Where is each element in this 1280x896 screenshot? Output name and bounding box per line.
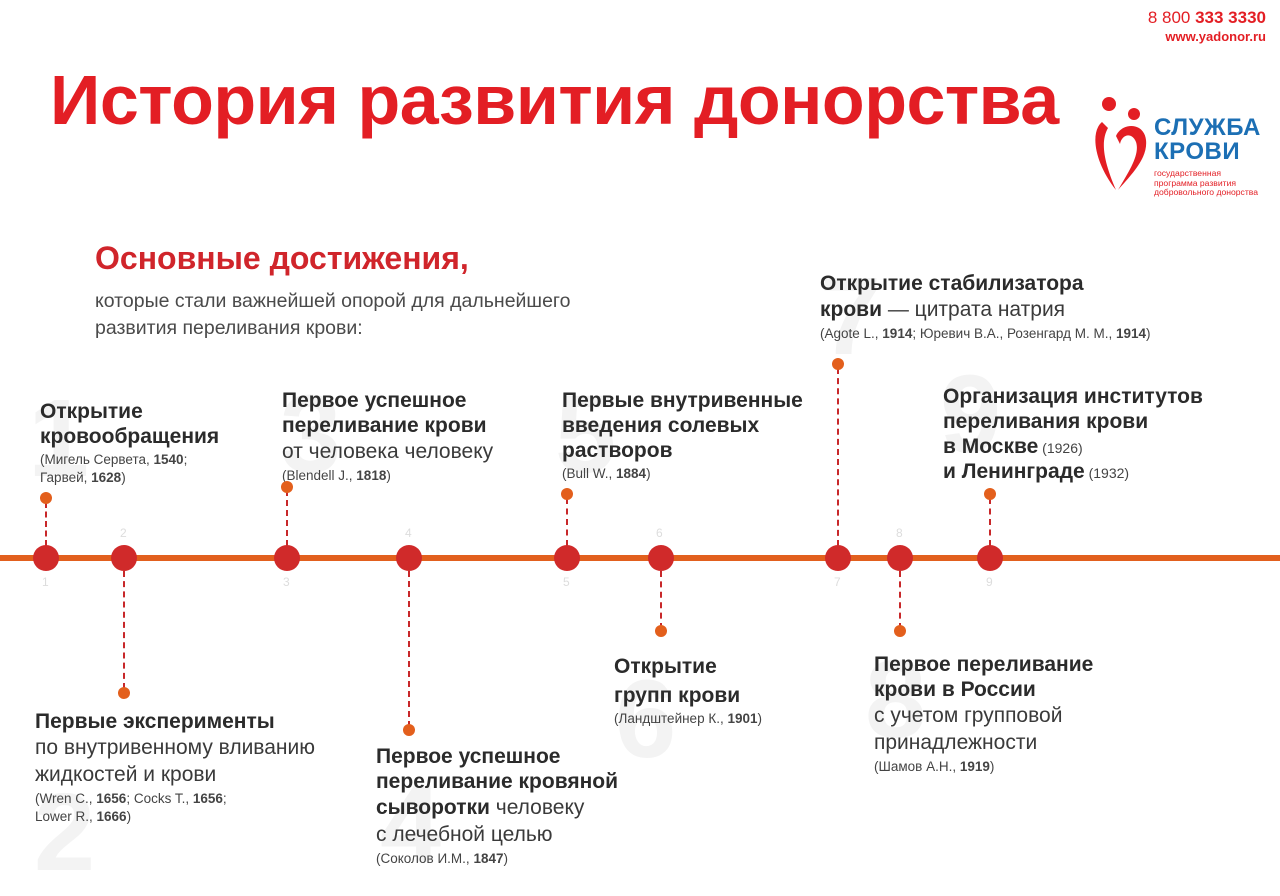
event-1-citation: (Мигель Сервета, 1540; Гарвей, 1628) xyxy=(40,452,188,485)
connector-6 xyxy=(660,571,662,629)
ghost-number-3: 3 xyxy=(280,373,342,496)
event-2: Первые эксперименты по внутривенному вли… xyxy=(35,709,375,826)
timeline-line xyxy=(0,555,1280,561)
connector-3 xyxy=(286,490,288,546)
section-description: которые стали важнейшей опорой для дальн… xyxy=(95,290,571,339)
event-dot-5 xyxy=(561,488,573,500)
contact-block: 8 800 333 3330 www.yadonor.ru xyxy=(1148,8,1266,45)
logo-word-1: СЛУЖБА xyxy=(1154,114,1261,141)
connector-9 xyxy=(989,498,991,546)
event-2-citation: (Wren C., 1656; Cocks T., 1656; Lower R.… xyxy=(35,791,227,824)
website-link[interactable]: www.yadonor.ru xyxy=(1165,29,1266,44)
event-8-citation: (Шамов А.Н., 1919) xyxy=(874,759,995,774)
tick-label-6: 6 xyxy=(656,526,663,540)
event-1: Открытие кровообращения (Мигель Сервета,… xyxy=(40,399,270,487)
logo-word-2: КРОВИ xyxy=(1154,138,1241,165)
event-7: Открытие стабилизатора крови — цитрата н… xyxy=(820,271,1220,343)
ghost-number-1: 1 xyxy=(28,377,90,500)
event-4-citation: (Соколов И.М., 1847) xyxy=(376,851,508,866)
event-dot-3 xyxy=(281,481,293,493)
ghost-number-4: 4 xyxy=(380,763,442,886)
event-4: Первое успешное переливание кровяной сыв… xyxy=(376,744,666,868)
section-title: Основные достижения, xyxy=(95,240,469,276)
ghost-number-6: 6 xyxy=(615,658,677,781)
connector-1 xyxy=(45,502,47,546)
timeline-node-4 xyxy=(396,545,422,571)
logo-tagline: государственная программа развития добро… xyxy=(1154,168,1259,197)
timeline-node-6 xyxy=(648,545,674,571)
timeline-node-8 xyxy=(887,545,913,571)
tick-label-3: 3 xyxy=(283,575,290,589)
event-3-citation: (Blendell J., 1818) xyxy=(282,468,391,483)
ghost-number-5: 5 xyxy=(555,373,617,496)
event-5-citation: (Bull W., 1884) xyxy=(562,466,651,481)
tick-label-9: 9 xyxy=(986,575,993,589)
logo: СЛУЖБА КРОВИ государственная программа р… xyxy=(1092,92,1272,202)
tick-label-1: 1 xyxy=(42,575,49,589)
event-dot-9 xyxy=(984,488,996,500)
event-6: Открытие групп крови (Ландштейнер К., 19… xyxy=(614,654,814,728)
heart-logo-icon xyxy=(1095,97,1147,190)
tick-label-7: 7 xyxy=(834,575,841,589)
tick-label-2: 2 xyxy=(120,526,127,540)
event-dot-6 xyxy=(655,625,667,637)
timeline-node-9 xyxy=(977,545,1003,571)
ghost-number-2: 2 xyxy=(34,771,96,894)
tick-label-5: 5 xyxy=(563,575,570,589)
timeline-node-1 xyxy=(33,545,59,571)
timeline-node-7 xyxy=(825,545,851,571)
event-6-citation: (Ландштейнер К., 1901) xyxy=(614,711,762,726)
event-9: Организация институтов переливания крови… xyxy=(943,385,1203,483)
connector-8 xyxy=(899,571,901,629)
connector-7 xyxy=(837,368,839,546)
event-8: Первое переливание крови в России с учет… xyxy=(874,652,1144,776)
phone-number[interactable]: 8 800 333 3330 xyxy=(1147,8,1266,27)
ghost-number-9: 9 xyxy=(940,353,1002,476)
event-dot-4 xyxy=(403,724,415,736)
event-5: Первые внутривенные введения солевых рас… xyxy=(562,388,832,483)
connector-5 xyxy=(566,498,568,546)
connector-2 xyxy=(123,571,125,689)
event-3: Первое успешное переливание крови от чел… xyxy=(282,388,542,485)
tick-label-4: 4 xyxy=(405,526,412,540)
event-dot-8 xyxy=(894,625,906,637)
ghost-number-7: 7 xyxy=(820,255,882,378)
event-dot-1 xyxy=(40,492,52,504)
tick-label-8: 8 xyxy=(896,526,903,540)
event-dot-7 xyxy=(832,358,844,370)
event-dot-2 xyxy=(118,687,130,699)
timeline-node-3 xyxy=(274,545,300,571)
event-7-citation: (Agote L., 1914; Юревич В.А., Розенгард … xyxy=(820,326,1151,341)
timeline-node-5 xyxy=(554,545,580,571)
page-title: История развития донорства xyxy=(50,61,1059,139)
timeline-node-2 xyxy=(111,545,137,571)
ghost-number-8: 8 xyxy=(865,638,927,761)
connector-4 xyxy=(408,571,410,727)
